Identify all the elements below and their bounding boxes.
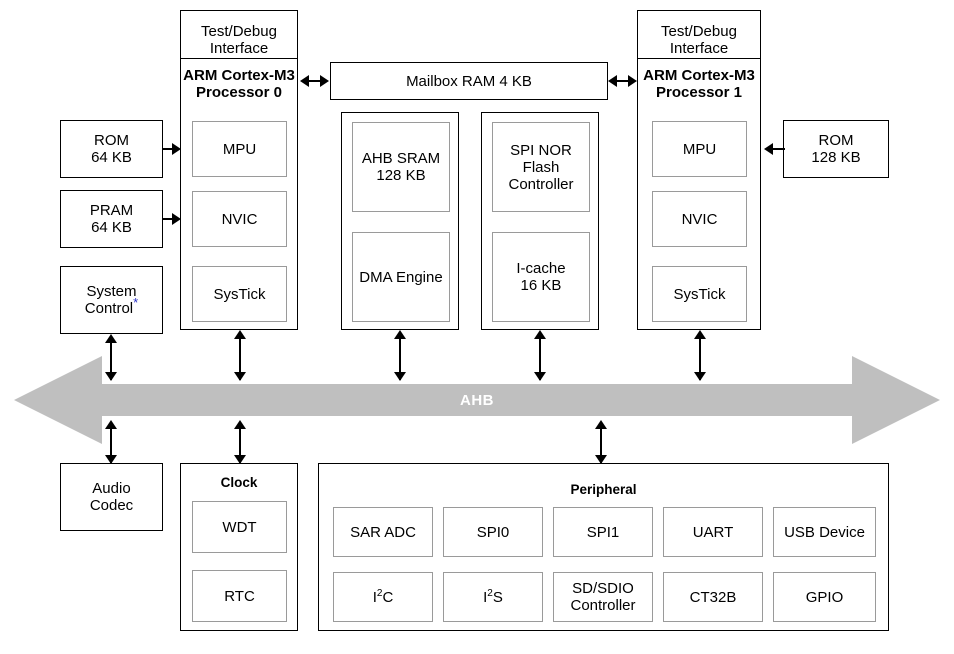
ahb-bus: AHB	[14, 354, 940, 446]
system-control-text: System Control	[84, 283, 137, 317]
spi1-block[interactable]: SPI1	[553, 507, 653, 557]
i2c-label-sup: 2	[376, 587, 383, 599]
cpu1-systick-label: SysTick	[673, 285, 726, 303]
i2s-block[interactable]: I2S	[443, 572, 543, 622]
cpu0-mpu-label: MPU	[222, 140, 257, 158]
system-control-block[interactable]: System Control*	[60, 266, 163, 334]
rtc-label: RTC	[224, 587, 255, 605]
ahb-sram-block[interactable]: AHB SRAM 128 KB	[352, 122, 450, 212]
cpu0-mpu-block[interactable]: MPU	[192, 121, 287, 177]
cpu0-name-label: ARM Cortex-M3 Processor 0	[183, 67, 295, 101]
memory-group-container: AHB SRAM 128 KB DMA Engine	[341, 112, 459, 330]
wdt-block[interactable]: WDT	[192, 501, 287, 553]
ct32b-block[interactable]: CT32B	[663, 572, 763, 622]
cpu0-nvic-block[interactable]: NVIC	[192, 191, 287, 247]
wdt-label: WDT	[222, 518, 257, 536]
spi0-block[interactable]: SPI0	[443, 507, 543, 557]
uart-block[interactable]: UART	[663, 507, 763, 557]
cpu1-mpu-label: MPU	[682, 140, 717, 158]
cpu0-systick-label: SysTick	[213, 285, 266, 303]
cpu1-mpu-block[interactable]: MPU	[652, 121, 747, 177]
rom-128kb-label: ROM 128 KB	[811, 132, 861, 166]
spi-nor-flash-controller-block[interactable]: SPI NOR Flash Controller	[492, 122, 590, 212]
cpu0-test-debug-label: Test/Debug Interface	[201, 23, 277, 57]
cpu0-divider	[181, 58, 297, 59]
ct32b-label: CT32B	[689, 588, 737, 606]
spi1-label: SPI1	[586, 523, 620, 541]
dma-engine-label: DMA Engine	[359, 268, 443, 286]
pram-64kb-block[interactable]: PRAM 64 KB	[60, 190, 163, 248]
usb-device-label: USB Device	[784, 523, 865, 541]
cpu0-container[interactable]: Test/Debug Interface ARM Cortex-M3 Proce…	[180, 10, 298, 330]
i2c-label-pre: I	[372, 588, 377, 606]
sar-adc-block[interactable]: SAR ADC	[333, 507, 433, 557]
clock-title: Clock	[220, 475, 258, 490]
rom-128kb-block[interactable]: ROM 128 KB	[783, 120, 889, 178]
cpu1-nvic-label: NVIC	[681, 210, 718, 228]
audio-codec-label: Audio Codec	[89, 480, 134, 514]
uart-label: UART	[692, 523, 734, 541]
sd-sdio-controller-label: SD/SDIO Controller	[570, 580, 636, 614]
cpu1-container[interactable]: Test/Debug Interface ARM Cortex-M3 Proce…	[637, 10, 761, 330]
flash-group-container: SPI NOR Flash Controller I-cache 16 KB	[481, 112, 599, 330]
pram-64kb-label: PRAM 64 KB	[89, 202, 134, 236]
ahb-bus-label: AHB	[460, 391, 494, 409]
i2c-label: I2C	[372, 587, 394, 606]
spi0-label: SPI0	[476, 523, 510, 541]
audio-codec-block[interactable]: Audio Codec	[60, 463, 163, 531]
usb-device-block[interactable]: USB Device	[773, 507, 876, 557]
sar-adc-label: SAR ADC	[350, 523, 416, 541]
sd-sdio-controller-block[interactable]: SD/SDIO Controller	[553, 572, 653, 622]
mailbox-ram-label: Mailbox RAM 4 KB	[406, 72, 532, 90]
clock-container: Clock WDT RTC	[180, 463, 298, 631]
cpu0-systick-block[interactable]: SysTick	[192, 266, 287, 322]
cpu1-test-debug-label: Test/Debug Interface	[661, 23, 737, 57]
mailbox-ram-block[interactable]: Mailbox RAM 4 KB	[330, 62, 608, 100]
cpu1-nvic-block[interactable]: NVIC	[652, 191, 747, 247]
ahb-sram-label: AHB SRAM 128 KB	[361, 150, 441, 184]
spi-nor-flash-controller-label: SPI NOR Flash Controller	[508, 141, 574, 193]
system-control-label: System Control*	[85, 283, 138, 317]
i2s-label-pre: I	[483, 588, 488, 606]
i2c-block[interactable]: I2C	[333, 572, 433, 622]
system-control-asterisk: *	[133, 295, 139, 310]
cpu1-name-label: ARM Cortex-M3 Processor 1	[643, 67, 755, 101]
i2s-label: I2S	[483, 587, 503, 606]
dma-engine-block[interactable]: DMA Engine	[352, 232, 450, 322]
i2c-label-post: C	[382, 588, 394, 606]
cpu1-divider	[638, 58, 760, 59]
i2s-label-post: S	[492, 588, 503, 606]
gpio-label: GPIO	[805, 588, 844, 606]
i2s-label-sup: 2	[487, 587, 493, 599]
rom-64kb-label: ROM 64 KB	[91, 132, 132, 166]
peripheral-container: Peripheral SAR ADC SPI0 SPI1 UART USB De…	[318, 463, 889, 631]
peripheral-title: Peripheral	[570, 482, 637, 497]
icache-block[interactable]: I-cache 16 KB	[492, 232, 590, 322]
rom-64kb-block[interactable]: ROM 64 KB	[60, 120, 163, 178]
gpio-block[interactable]: GPIO	[773, 572, 876, 622]
cpu1-systick-block[interactable]: SysTick	[652, 266, 747, 322]
rtc-block[interactable]: RTC	[192, 570, 287, 622]
icache-label: I-cache 16 KB	[516, 260, 566, 294]
cpu0-nvic-label: NVIC	[221, 210, 258, 228]
